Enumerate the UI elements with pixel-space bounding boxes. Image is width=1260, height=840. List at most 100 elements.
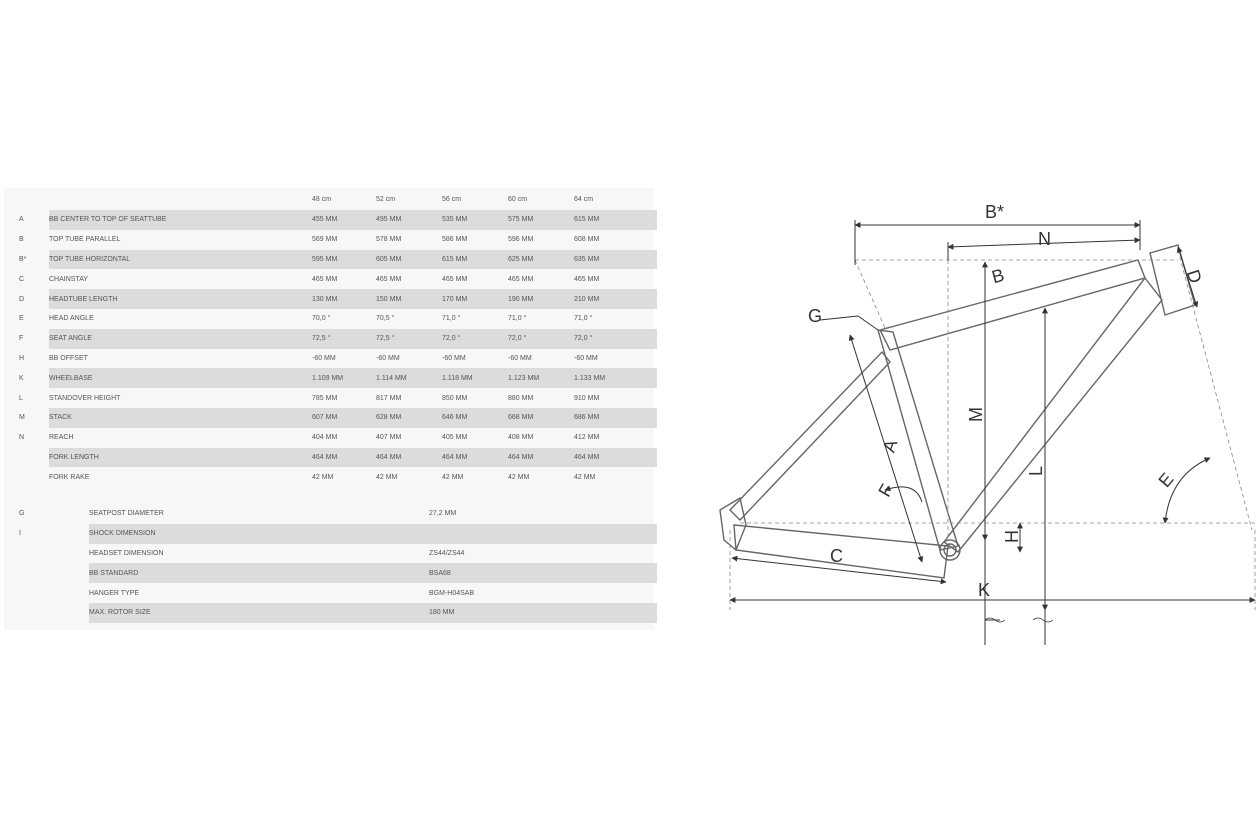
row-value: 72,0 ° [574, 328, 657, 349]
row-value: -60 MM [376, 354, 400, 362]
arc-e [1162, 457, 1211, 524]
row-value: 615 MM [574, 210, 657, 230]
row-value: -60 MM [508, 354, 532, 362]
spec-label: BB STANDARD [89, 563, 429, 584]
spec-label: MAX. ROTOR SIZE [89, 602, 429, 623]
row-value: 615 MM [442, 249, 508, 270]
dimension-lines [729, 220, 1256, 645]
row-value: 625 MM [508, 249, 574, 270]
spec-code: G [19, 510, 25, 518]
row-value: 686 MM [574, 407, 657, 428]
row-value: 465 MM [508, 275, 534, 283]
row-code: N [19, 434, 25, 442]
row-value: 785 MM [312, 394, 338, 402]
row-value: -60 MM [442, 354, 466, 362]
row-label: TOP TUBE PARALLEL [49, 236, 121, 244]
row-code: B [19, 236, 24, 244]
row-value: 605 MM [376, 249, 442, 270]
row-code: A [19, 216, 24, 224]
label-k: K [978, 580, 990, 600]
size-header: 52 cm [376, 195, 396, 203]
label-n: N [1038, 229, 1051, 249]
size-header: 48 cm [312, 195, 332, 203]
row-value: 455 MM [312, 210, 376, 230]
row-value: 71,0 ° [508, 315, 527, 323]
arc-f [884, 485, 923, 503]
row-value: 1.109 MM [312, 368, 376, 389]
row-value: 1.114 MM [376, 368, 442, 389]
row-value: 150 MM [376, 289, 442, 309]
down-tube [943, 276, 1163, 553]
row-value: 405 MM [442, 434, 468, 442]
row-value: 42 MM [574, 473, 596, 481]
row-value: 596 MM [508, 236, 534, 244]
row-value: 72,5 ° [376, 328, 442, 349]
row-value: 42 MM [508, 473, 530, 481]
label-f: F [874, 481, 897, 501]
row-value: 42 MM [312, 473, 334, 481]
label-e: E [1154, 469, 1177, 491]
row-value: 72,0 ° [508, 328, 574, 349]
row-label: STANDOVER HEIGHT [49, 394, 121, 402]
row-value: 608 MM [574, 236, 600, 244]
frame-geometry-diagram: B* N B D G M A F L E H C K [719, 202, 1256, 645]
row-code: M [19, 414, 25, 422]
bottom-bracket [939, 539, 961, 561]
row-value: 465 MM [442, 275, 468, 283]
row-value: 42 MM [442, 473, 464, 481]
row-code [19, 467, 49, 487]
row-value: 465 MM [376, 275, 402, 283]
label-m: M [966, 407, 986, 422]
row-value: 404 MM [312, 434, 338, 442]
row-value: 465 MM [312, 275, 338, 283]
row-value: 635 MM [574, 249, 657, 270]
row-value: 1.123 MM [508, 368, 574, 389]
dim-a [848, 334, 924, 563]
spec-label: HEADSET DIMENSION [89, 549, 164, 557]
label-l: L [1026, 466, 1046, 476]
row-value: 408 MM [508, 434, 534, 442]
row-value: 910 MM [574, 394, 600, 402]
row-label: TOP TUBE HORIZONTAL [49, 249, 312, 270]
row-value: 407 MM [376, 434, 402, 442]
row-value: 71,0 ° [442, 315, 461, 323]
row-label: WHEELBASE [49, 368, 312, 389]
row-label: HEAD ANGLE [49, 315, 94, 323]
spec-value: BGM-H04SAB [429, 589, 475, 597]
row-code: F [19, 335, 24, 343]
spec-code [19, 583, 89, 603]
row-value: -60 MM [574, 354, 598, 362]
row-value: -60 MM [312, 354, 336, 362]
row-code: L [19, 394, 23, 402]
seat-stay [729, 350, 891, 522]
row-value: 595 MM [312, 249, 376, 270]
row-value: 464 MM [442, 447, 508, 468]
size-header: 56 cm [442, 195, 462, 203]
row-value: 72,5 ° [312, 328, 376, 349]
row-value: 1.133 MM [574, 368, 657, 389]
row-value: 535 MM [442, 210, 508, 230]
spec-value: BSA68 [429, 563, 657, 584]
row-value: 170 MM [442, 289, 508, 309]
spec-code [19, 544, 89, 564]
row-value: 72,0 ° [442, 328, 508, 349]
label-b-star: B* [985, 202, 1004, 222]
spec-value: 180 MM [429, 602, 657, 623]
row-code: E [19, 315, 24, 323]
row-value: 495 MM [376, 210, 442, 230]
row-label: BB OFFSET [49, 354, 88, 362]
label-h: H [1002, 530, 1022, 543]
